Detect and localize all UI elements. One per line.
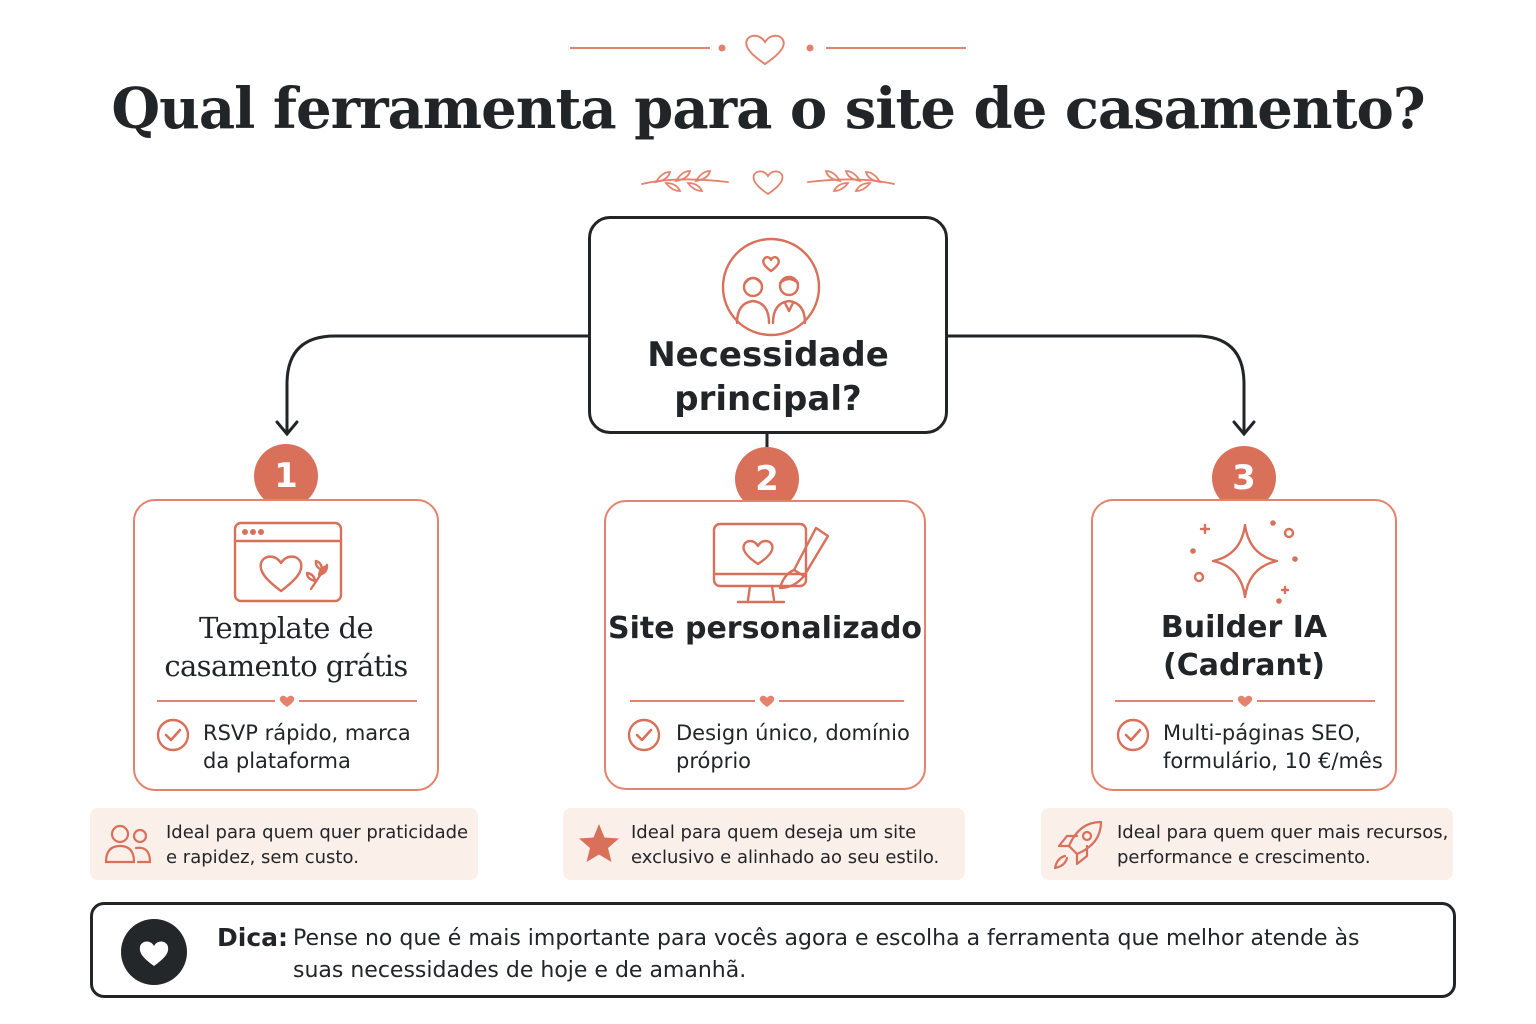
heart-icon bbox=[279, 695, 295, 707]
check-icon bbox=[156, 718, 190, 752]
tip-label: Dica: bbox=[217, 923, 289, 952]
sparkle-icon bbox=[1190, 520, 1298, 604]
star-icon bbox=[579, 824, 619, 862]
decision-question: Necessidade principal? bbox=[647, 335, 889, 419]
top-ornament bbox=[570, 34, 966, 66]
people-icon bbox=[104, 824, 152, 864]
ideal-box-2: Ideal para quem deseja um site exclusivo… bbox=[563, 808, 965, 880]
browser-heart-icon bbox=[233, 521, 343, 603]
check-icon bbox=[627, 718, 661, 752]
ideal-box-3: Ideal para quem quer mais recursos, perf… bbox=[1041, 808, 1453, 880]
check-icon bbox=[1116, 718, 1150, 752]
ideal-text-3: Ideal para quem quer mais recursos, perf… bbox=[1117, 822, 1449, 868]
ideal-text-2: Ideal para quem deseja um site exclusivo… bbox=[631, 822, 940, 868]
option-1-title: Template de casamento grátis bbox=[164, 611, 408, 683]
monitor-brush-icon bbox=[712, 522, 830, 604]
option-card-ai-builder: Builder IA (Cadrant) Multi-páginas SEO, … bbox=[1091, 499, 1397, 791]
option-1-badge: 1 bbox=[254, 444, 318, 508]
option-3-feature: Multi-páginas SEO, formulário, 10 €/mês bbox=[1163, 721, 1383, 773]
option-2-feature: Design único, domínio próprio bbox=[676, 721, 910, 773]
heart-icon bbox=[1237, 695, 1253, 707]
connector-right bbox=[946, 334, 1246, 434]
divider-heart bbox=[1115, 695, 1375, 707]
ideal-box-1: Ideal para quem quer praticidade e rapid… bbox=[90, 808, 478, 880]
option-3-title: Builder IA (Cadrant) bbox=[1160, 610, 1328, 683]
heart-icon bbox=[745, 34, 785, 66]
option-2-title: Site personalizado bbox=[607, 611, 923, 646]
ideal-text-1: Ideal para quem quer praticidade e rapid… bbox=[166, 822, 469, 868]
heart-icon bbox=[759, 695, 775, 707]
option-1-feature: RSVP rápido, marca da plataforma bbox=[203, 721, 411, 773]
rocket-icon bbox=[1053, 820, 1103, 870]
heart-circle-icon bbox=[121, 919, 187, 985]
connector-left bbox=[285, 334, 590, 434]
option-card-template: Template de casamento grátis RSVP rápido… bbox=[133, 499, 439, 791]
page-title: Qual ferramenta para o site de casamento… bbox=[111, 76, 1425, 142]
heart-icon bbox=[752, 170, 784, 196]
tip-text: Pense no que é mais importante para você… bbox=[293, 926, 1360, 983]
divider-heart bbox=[157, 695, 417, 707]
tip-box: Dica: Pense no que é mais importante par… bbox=[90, 902, 1456, 998]
couple-heart-icon bbox=[721, 237, 821, 337]
laurel-ornament bbox=[641, 170, 895, 196]
decision-root-box: Necessidade principal? bbox=[588, 216, 948, 434]
divider-heart bbox=[630, 695, 904, 707]
option-card-custom-site: Site personalizado Design único, domínio… bbox=[604, 500, 926, 790]
